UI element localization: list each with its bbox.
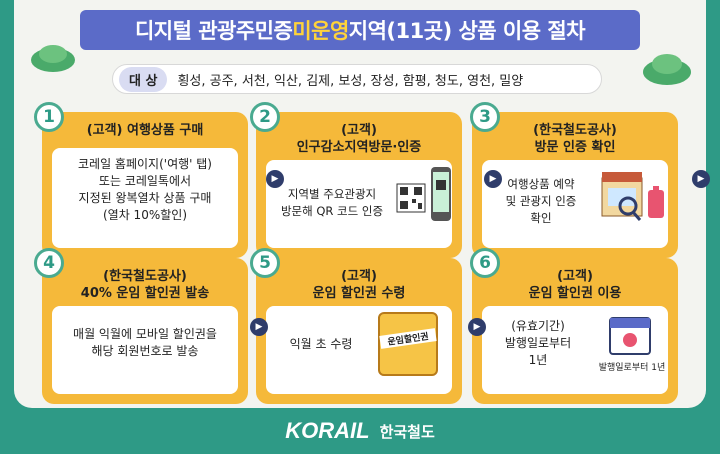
target-label: 대 상 — [119, 66, 168, 92]
next-arrow-icon: ▶ — [484, 170, 502, 188]
qr-code-icon — [396, 183, 426, 213]
korail-logo: KORAIL — [285, 418, 370, 443]
step-card-6: (고객) 운임 할인권 이용 (유효기간) 발행일로부터 1년 발행일로부터 1… — [472, 258, 678, 404]
target-regions: 횡성, 공주, 서천, 익산, 김제, 보성, 장성, 함평, 청도, 영천, … — [177, 73, 524, 89]
next-arrow-icon: ▶ — [692, 170, 710, 188]
coupon-label: 운임할인권 — [379, 328, 437, 349]
step-body: 매월 익월에 모바일 할인권을 해당 회원번호로 발송 — [52, 306, 238, 394]
tree-icon — [643, 54, 691, 85]
step-heading: (고객) 여행상품 구매 — [86, 123, 204, 138]
calendar-icon — [609, 317, 651, 355]
tree-icon — [31, 45, 75, 72]
page-title: 디지털 관광주민증 미운영 지역(11곳) 상품 이용 절차 — [80, 10, 640, 50]
step-number: 5 — [250, 248, 280, 278]
title-text: 디지털 관광주민증 — [134, 19, 293, 43]
step-heading: (한국철도공사) 40% 운임 할인권 발송 — [80, 269, 210, 301]
step-number: 3 — [470, 102, 500, 132]
step-heading: (고객) 운임 할인권 이용 — [528, 269, 622, 301]
next-arrow-icon: ▶ — [468, 318, 486, 336]
title-highlight: 미운영 — [292, 19, 349, 43]
step-heading: (한국철도공사) 방문 인증 확인 — [533, 123, 617, 155]
step-card-5: (고객) 운임 할인권 수령 익월 초 수령 운임할인권 — [256, 258, 462, 404]
next-arrow-icon: ▶ — [266, 170, 284, 188]
target-bar: 대 상 횡성, 공주, 서천, 익산, 김제, 보성, 장성, 함평, 청도, … — [112, 64, 602, 94]
step-body: 지역별 주요관광지 방문해 QR 코드 인증 — [266, 160, 452, 248]
step-card-1: (고객) 여행상품 구매 코레일 홈페이지('여행' 탭) 또는 코레일톡에서 … — [42, 112, 248, 258]
step-heading: (고객) 인구감소지역방문·인증 — [296, 123, 422, 155]
step-card-2: (고객) 인구감소지역방문·인증 지역별 주요관광지 방문해 QR 코드 인증 — [256, 112, 462, 258]
step-body: 코레일 홈페이지('여행' 탭) 또는 코레일톡에서 지정된 왕복열차 상품 구… — [52, 148, 238, 248]
calendar-caption: 발행일로부터 1년 — [598, 363, 666, 373]
coupon-phone-icon: 운임할인권 — [378, 312, 438, 376]
smartphone-icon — [431, 167, 451, 221]
step-body: 익월 초 수령 운임할인권 — [266, 306, 452, 394]
title-text-end: 지역(11곳) 상품 이용 절차 — [348, 19, 586, 43]
step-number: 4 — [34, 248, 64, 278]
step-card-3: (한국철도공사) 방문 인증 확인 여행상품 예약 및 관광지 인증 확인 — [472, 112, 678, 258]
korail-name: 한국철도 — [379, 422, 435, 441]
footer: KORAIL 한국철도 — [0, 408, 720, 454]
next-arrow-icon: ▶ — [250, 318, 268, 336]
step-heading: (고객) 운임 할인권 수령 — [312, 269, 406, 301]
step-number: 2 — [250, 102, 280, 132]
step-number: 1 — [34, 102, 64, 132]
travel-verification-icon — [601, 172, 664, 221]
step-body: (유효기간) 발행일로부터 1년 발행일로부터 1년 — [482, 306, 668, 394]
step-body: 여행상품 예약 및 관광지 인증 확인 — [482, 160, 668, 248]
step-card-4: (한국철도공사) 40% 운임 할인권 발송 매월 익월에 모바일 할인권을 해… — [42, 258, 248, 404]
step-number: 6 — [470, 248, 500, 278]
